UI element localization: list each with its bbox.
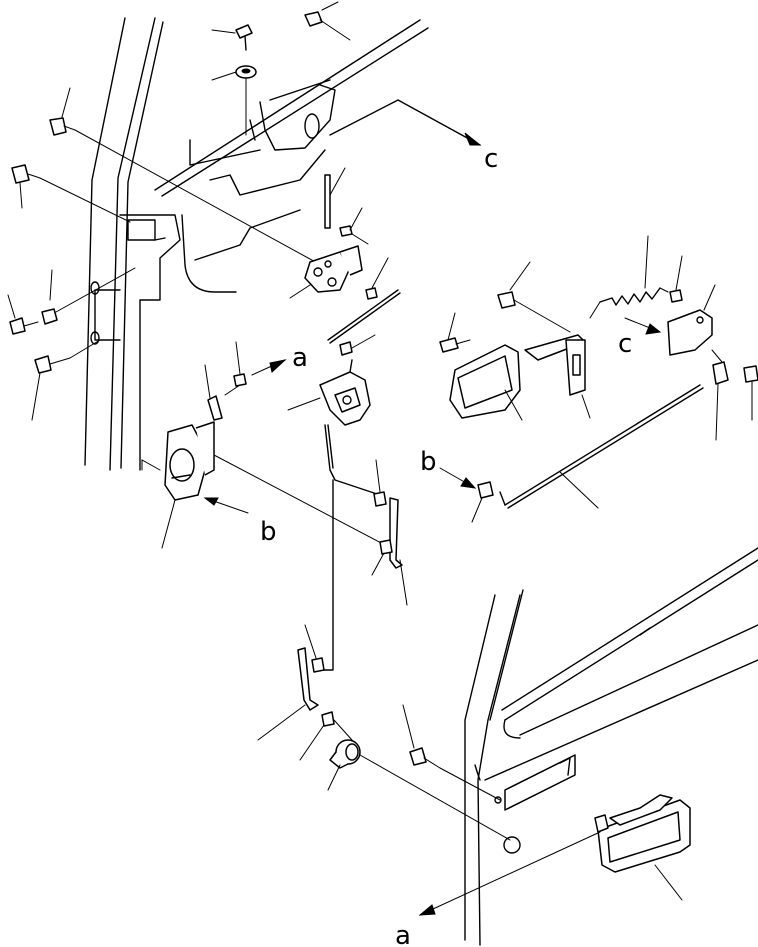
nut-b-right (471, 481, 494, 523)
bolt-top-right (304, 1, 351, 41)
door-latch-left (141, 421, 386, 549)
label-b-left: b (260, 517, 277, 547)
arrow-c-right (624, 317, 662, 335)
lock-mechanism (287, 359, 381, 671)
handle-lower (594, 794, 691, 901)
link-rod-right (389, 497, 408, 606)
washer-lower (299, 711, 353, 761)
rod-vertical-top (324, 167, 346, 229)
arrow-a-bottom (418, 831, 601, 916)
washer-left (41, 267, 136, 325)
bolt-left-1 (49, 87, 331, 271)
roof-channel (154, 19, 429, 261)
lever-plate (667, 284, 716, 356)
label-b-right: b (420, 447, 437, 477)
leader-c-top (329, 99, 482, 146)
nut-mid-right (373, 459, 387, 507)
bolt-latch-upper (204, 364, 223, 421)
bolt-left-3 (7, 294, 39, 335)
label-a-bottom: a (395, 921, 411, 947)
arrow-b-left (203, 497, 249, 514)
latch-plate (289, 245, 363, 299)
arrow-b-right (439, 467, 477, 489)
label-c-top: c (484, 144, 498, 174)
door-frame-left (84, 17, 237, 471)
nut-upper (339, 207, 369, 245)
nut-right-spring (669, 255, 683, 303)
handle-bracket (524, 334, 591, 419)
label-a-mid: a (292, 343, 308, 373)
nut-right-of-plate (365, 257, 389, 300)
handle-upper (449, 344, 523, 421)
nut-latch-upper (224, 341, 247, 396)
cap-right (743, 365, 758, 421)
label-c-right: c (618, 329, 632, 359)
nut-mid-lower (371, 539, 393, 576)
arrow-a-mid (251, 359, 287, 376)
nut-lower-link (304, 624, 325, 673)
pin-right (711, 349, 729, 441)
long-rod (499, 384, 704, 509)
clip-a (339, 334, 376, 356)
door-panel-right (464, 547, 758, 946)
bolt-right-top (497, 261, 571, 333)
bolt-left-2 (11, 164, 131, 223)
bolt-top-center (211, 24, 253, 51)
bolt-left-4 (31, 339, 101, 421)
spring (589, 235, 669, 319)
rod-diagonal (327, 289, 401, 344)
knob-lower (327, 739, 511, 841)
washer-top (211, 65, 257, 136)
link-rod-lower (257, 647, 319, 741)
bolt-panel (402, 704, 501, 801)
bolt-handle (439, 312, 471, 353)
